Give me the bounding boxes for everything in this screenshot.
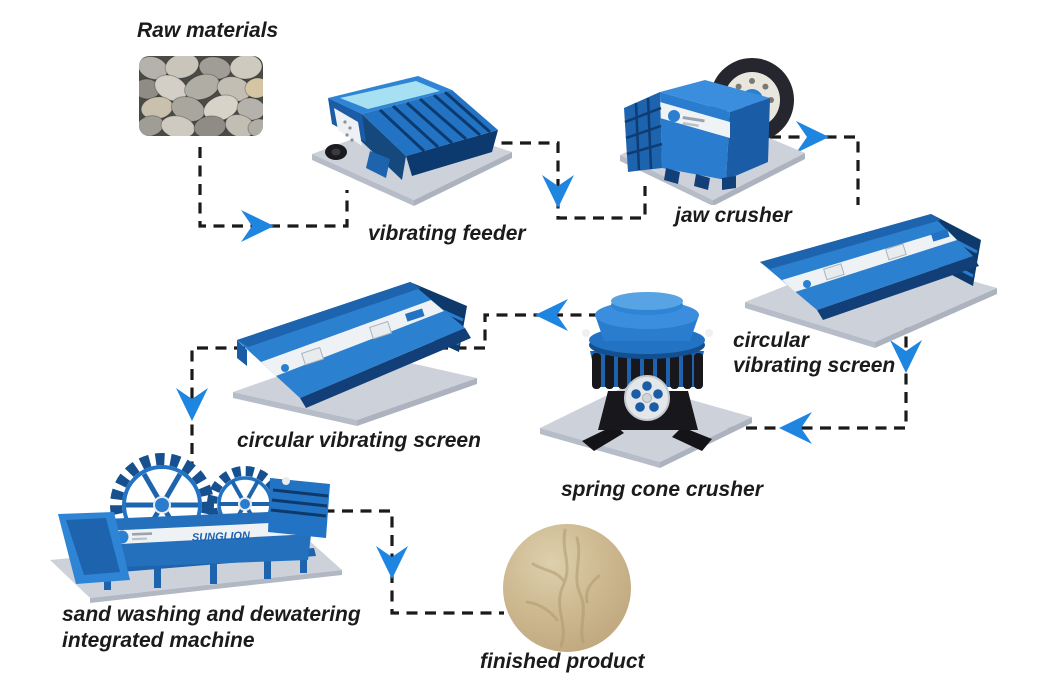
connector-feeder-to-jaw [483, 141, 647, 220]
arrow-right-raw-to-feeder [241, 210, 274, 242]
connector-jaw-to-screen-right [770, 135, 860, 205]
arrow-down-feeder-to-jaw [542, 175, 574, 208]
sand-washing-machine-illustration: SUNGLION [50, 453, 342, 603]
label-raw-materials: Raw materials [137, 19, 279, 42]
label-line: vibrating screen [733, 354, 896, 377]
brand-text: SUNGLION [192, 530, 251, 544]
arrow-down-washer-to-finished [376, 546, 408, 579]
finished-product-image [503, 524, 631, 652]
label-finished-product: finished product [480, 650, 645, 673]
label-jaw-crusher: jaw crusher [675, 204, 792, 227]
label-circular-vibrating-screen-right: circular vibrating screen [733, 328, 895, 378]
label-line: circular [733, 329, 809, 352]
connector-screen-left-to-washer [190, 346, 245, 465]
raw-materials-image [139, 56, 263, 136]
label-circular-vibrating-screen-left: circular vibrating screen [237, 429, 481, 452]
label-line: sand washing and dewatering [62, 603, 361, 626]
label-vibrating-feeder: vibrating feeder [368, 222, 526, 245]
circular-vibrating-screen-right-illustration [745, 214, 997, 348]
arrow-left-to-cone [779, 412, 812, 444]
vibrating-feeder-illustration [312, 76, 512, 206]
arrow-left-cone-to-screen-left [535, 299, 568, 331]
arrow-right-jaw-to-screen [796, 121, 829, 153]
arrow-down-screen-left-to-washer [176, 388, 208, 421]
arrow-down-screen-right [890, 340, 922, 373]
label-sand-washing-machine: sand washing and dewatering integrated m… [62, 602, 361, 654]
label-line: integrated machine [62, 629, 255, 652]
circular-vibrating-screen-left-illustration [233, 282, 477, 426]
jaw-crusher-illustration [620, 58, 805, 205]
spring-cone-crusher-illustration [540, 292, 752, 468]
label-spring-cone-crusher: spring cone crusher [561, 478, 763, 501]
